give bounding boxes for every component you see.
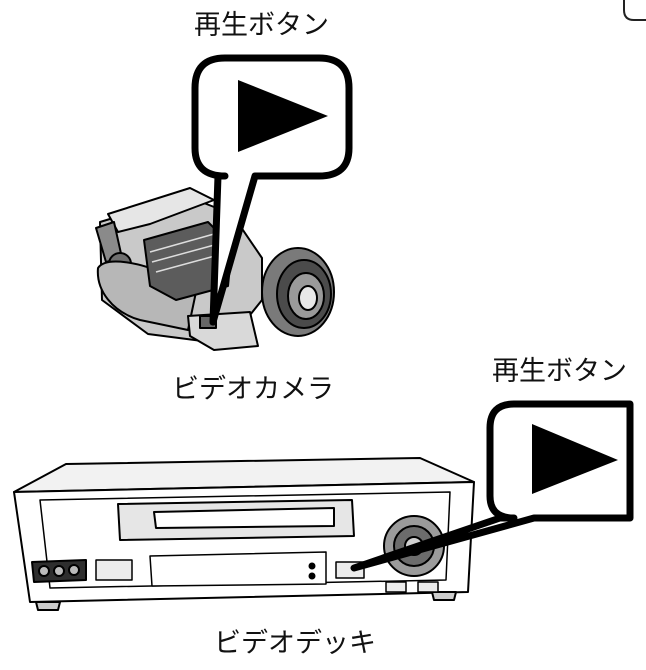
play-button-label-right: 再生ボタン (492, 356, 627, 387)
vcr-deck-icon (13, 457, 475, 611)
video-deck-label: ビデオデッキ (214, 628, 376, 659)
play-button-callout-camera (191, 54, 353, 326)
corner-frame-fragment (623, 0, 646, 21)
play-button-callout-deck (350, 400, 634, 572)
video-camera-icon (95, 187, 335, 351)
video-camera-label: ビデオカメラ (172, 374, 334, 405)
play-button-label-top: 再生ボタン (194, 10, 329, 41)
play-triangle-icon (532, 424, 618, 494)
play-triangle-icon (238, 80, 328, 152)
